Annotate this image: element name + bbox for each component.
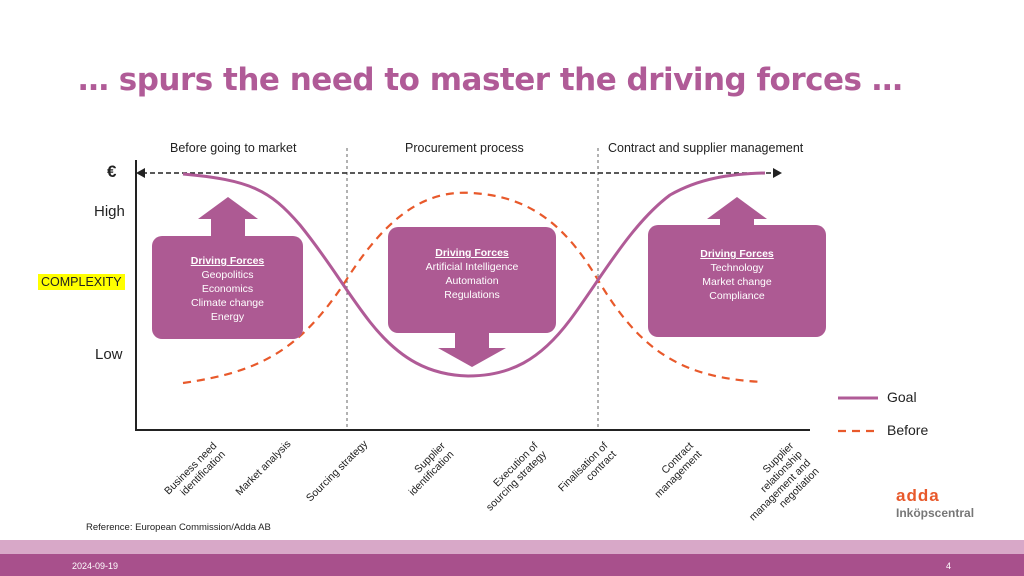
phase-label-contract: Contract and supplier management	[608, 141, 804, 155]
driving-forces-box-left: Driving Forces Geopolitics Economics Cli…	[152, 236, 303, 339]
footer-date: 2024-09-19	[72, 561, 119, 571]
down-arrow-middle	[438, 330, 506, 367]
driving-forces-box-middle: Driving Forces Artificial Intelligence A…	[388, 227, 556, 333]
box-heading: Driving Forces	[435, 247, 509, 259]
up-arrow-left	[198, 197, 258, 238]
goal-curve	[182, 171, 766, 378]
box-item: Geopolitics	[201, 269, 254, 281]
box-item: Compliance	[709, 290, 765, 302]
box-item: Energy	[210, 311, 245, 323]
box-item: Economics	[201, 283, 254, 295]
footer-band	[0, 554, 1024, 576]
box-item: Artificial Intelligence	[425, 261, 519, 273]
logo-subtitle: Inköpscentral	[896, 506, 975, 520]
legend-before-label: Before	[887, 422, 929, 438]
box-item: Technology	[710, 262, 764, 274]
low-label: Low	[95, 346, 123, 363]
box-item: Regulations	[444, 289, 500, 301]
arrow-left-head	[136, 168, 145, 178]
driving-forces-box-right: Driving Forces Technology Market change …	[648, 225, 826, 337]
footer-band-light	[0, 540, 1024, 554]
slide-title: … spurs the need to master the driving f…	[78, 62, 903, 98]
legend-goal-label: Goal	[887, 389, 917, 405]
complexity-label: COMPLEXITY	[38, 274, 125, 290]
arrow-right-head	[773, 168, 782, 178]
page-number: 4	[946, 561, 952, 571]
high-label: High	[94, 203, 125, 220]
box-item: Automation	[445, 275, 499, 287]
reference-text: Reference: European Commission/Adda AB	[86, 522, 271, 533]
phase-label-before-market: Before going to market	[170, 141, 297, 155]
up-arrow-right	[707, 197, 767, 228]
box-item: Market change	[702, 276, 772, 288]
box-heading: Driving Forces	[700, 248, 774, 260]
phase-label-procurement: Procurement process	[405, 141, 524, 155]
box-heading: Driving Forces	[190, 255, 265, 267]
logo-brand: adda	[896, 486, 940, 505]
box-item: Climate change	[191, 297, 264, 309]
adda-logo: adda Inköpscentral	[896, 486, 974, 520]
euro-label: €	[107, 162, 117, 181]
